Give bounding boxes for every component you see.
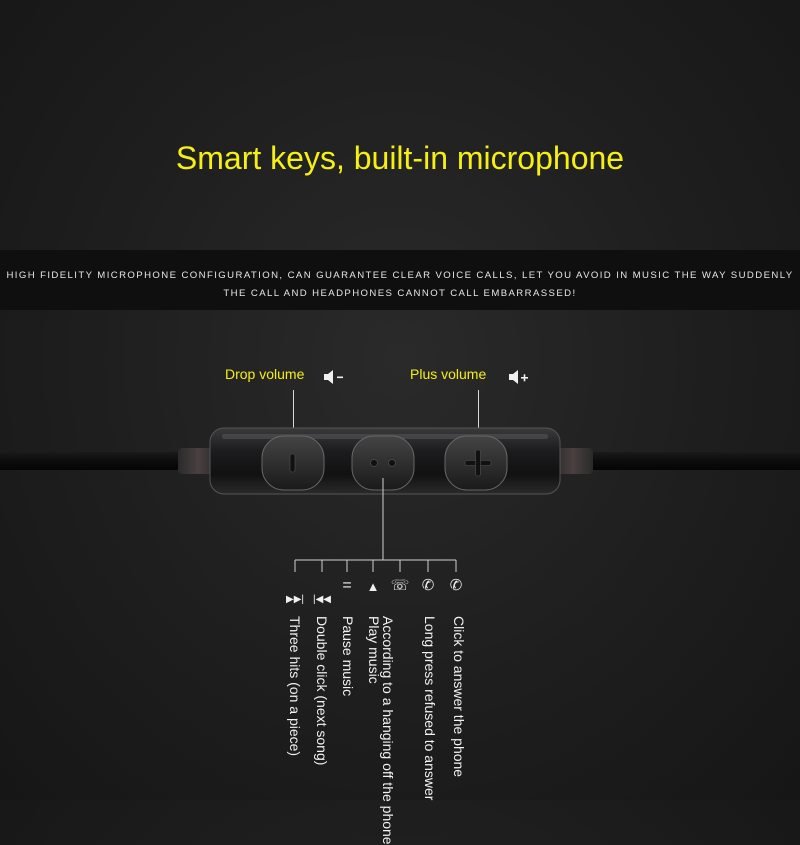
volume-down-button[interactable] bbox=[261, 435, 325, 491]
strain-relief-left bbox=[178, 448, 218, 474]
function-label-answer: Click to answer the phone bbox=[451, 616, 467, 778]
function-label-reject: Long press refused to answer bbox=[422, 616, 438, 801]
cable-left bbox=[0, 452, 185, 470]
function-label-hang-up: According to a hanging off the phone bbox=[380, 616, 396, 845]
description-banner: HIGH FIDELITY MICROPHONE CONFIGURATION, … bbox=[0, 250, 800, 310]
headline: Smart keys, built-in microphone bbox=[175, 140, 625, 176]
function-label-pause: Pause music bbox=[340, 616, 356, 697]
next-track-icon: ▶▶| bbox=[286, 594, 304, 605]
inline-remote bbox=[0, 427, 800, 495]
volume-up-button[interactable] bbox=[444, 435, 508, 491]
function-tree bbox=[294, 478, 457, 572]
reject-call-icon: ✆ bbox=[421, 577, 435, 594]
plus-volume-label: Plus volume bbox=[410, 366, 487, 382]
banner-line-1: HIGH FIDELITY MICROPHONE CONFIGURATION, … bbox=[6, 270, 794, 281]
banner-line-2: THE CALL AND HEADPHONES CANNOT CALL EMBA… bbox=[223, 288, 577, 299]
prev-track-icon: |◀◀ bbox=[313, 594, 331, 605]
strain-relief-right bbox=[553, 448, 593, 474]
play-icon: ▲ bbox=[366, 579, 380, 594]
play-pause-button[interactable] bbox=[351, 435, 415, 491]
drop-volume-pointer bbox=[293, 390, 294, 440]
volume-down-icon bbox=[324, 370, 343, 384]
cable-right bbox=[585, 452, 800, 470]
drop-volume-label: Drop volume bbox=[225, 366, 305, 382]
pause-icon: = bbox=[342, 577, 352, 594]
function-label-play: Play music bbox=[366, 616, 382, 684]
hang-up-icon: ☏ bbox=[390, 577, 410, 594]
answer-call-icon: ✆ bbox=[449, 577, 463, 594]
volume-up-icon bbox=[509, 370, 528, 384]
function-label-three-hits: Three hits (on a piece) bbox=[287, 616, 303, 757]
function-label-double-click: Double click (next song) bbox=[314, 616, 330, 766]
plus-volume-pointer bbox=[478, 390, 479, 440]
